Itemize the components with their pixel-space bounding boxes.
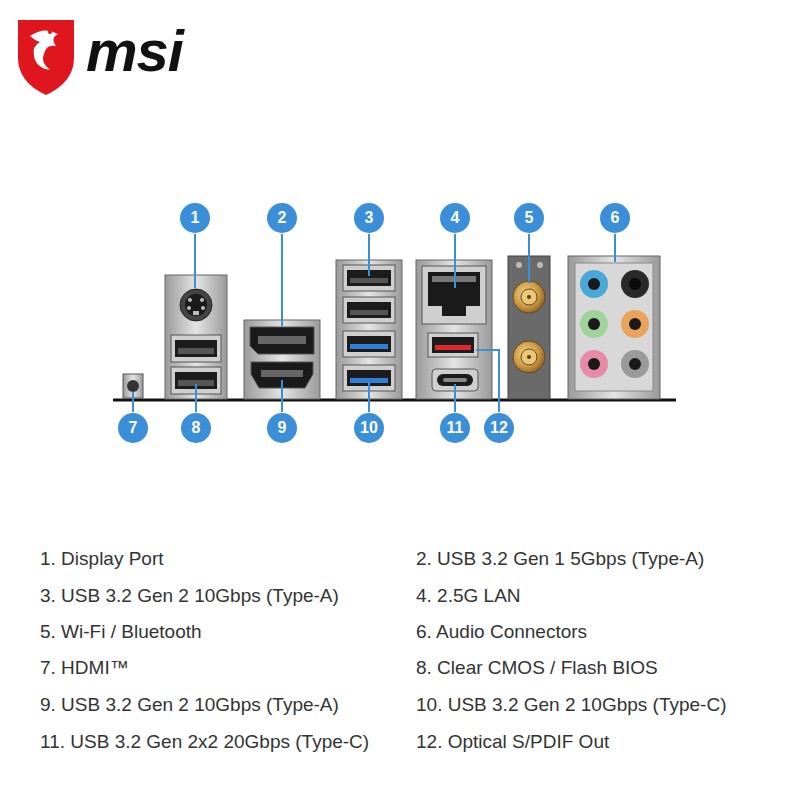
callout-number: 5 bbox=[514, 203, 544, 233]
port-legend-item: 1. Display Port bbox=[40, 548, 164, 571]
callout-number: 8 bbox=[181, 413, 211, 443]
callout-text: 3 bbox=[365, 210, 374, 226]
callout-text: 12 bbox=[490, 420, 508, 436]
callout-number: 7 bbox=[118, 413, 148, 443]
callout-number: 12 bbox=[484, 413, 514, 443]
callout-text: 6 bbox=[611, 210, 620, 226]
audio-jacks bbox=[568, 256, 660, 399]
callout-number: 2 bbox=[267, 203, 297, 233]
port-legend-item: 9. USB 3.2 Gen 2 10Gbps (Type-A) bbox=[40, 694, 339, 717]
callout-number: 10 bbox=[354, 413, 384, 443]
callout-text: 11 bbox=[447, 420, 464, 436]
port-legend-item: 2. USB 3.2 Gen 1 5Gbps (Type-A) bbox=[416, 548, 704, 571]
port-legend-item: 7. HDMI™ bbox=[40, 657, 129, 680]
callout-text: 4 bbox=[451, 210, 460, 226]
callout-text: 8 bbox=[192, 420, 201, 436]
callout-number: 9 bbox=[267, 413, 297, 443]
leader-lines bbox=[133, 234, 615, 412]
callout-text: 2 bbox=[278, 210, 287, 226]
callout-number: 6 bbox=[600, 203, 630, 233]
port-legend-item: 4. 2.5G LAN bbox=[416, 585, 521, 608]
port-legend-item: 8. Clear CMOS / Flash BIOS bbox=[416, 657, 658, 680]
callout-number: 4 bbox=[440, 203, 470, 233]
logo-shield bbox=[18, 20, 74, 95]
callout-text: 7 bbox=[129, 420, 138, 436]
port-legend-item: 5. Wi-Fi / Bluetooth bbox=[40, 621, 202, 644]
usb-stack bbox=[336, 260, 402, 399]
callout-number: 1 bbox=[180, 203, 210, 233]
port-legend-item: 11. USB 3.2 Gen 2x2 20Gbps (Type-C) bbox=[40, 731, 369, 754]
callout-text: 10 bbox=[360, 420, 378, 436]
callout-text: 5 bbox=[525, 210, 534, 226]
brand-logo: msi bbox=[86, 22, 183, 80]
port-legend-item: 10. USB 3.2 Gen 2 10Gbps (Type-C) bbox=[416, 694, 727, 717]
port-legend-item: 3. USB 3.2 Gen 2 10Gbps (Type-A) bbox=[40, 585, 339, 608]
ps2-usb-block bbox=[165, 275, 227, 399]
callout-number: 11 bbox=[440, 413, 470, 443]
callout-text: 1 bbox=[191, 210, 200, 226]
port-legend-item: 6. Audio Connectors bbox=[416, 621, 587, 644]
callout-text: 9 bbox=[278, 420, 287, 436]
port-legend-item: 12. Optical S/PDIF Out bbox=[416, 731, 609, 754]
callout-number: 3 bbox=[354, 203, 384, 233]
